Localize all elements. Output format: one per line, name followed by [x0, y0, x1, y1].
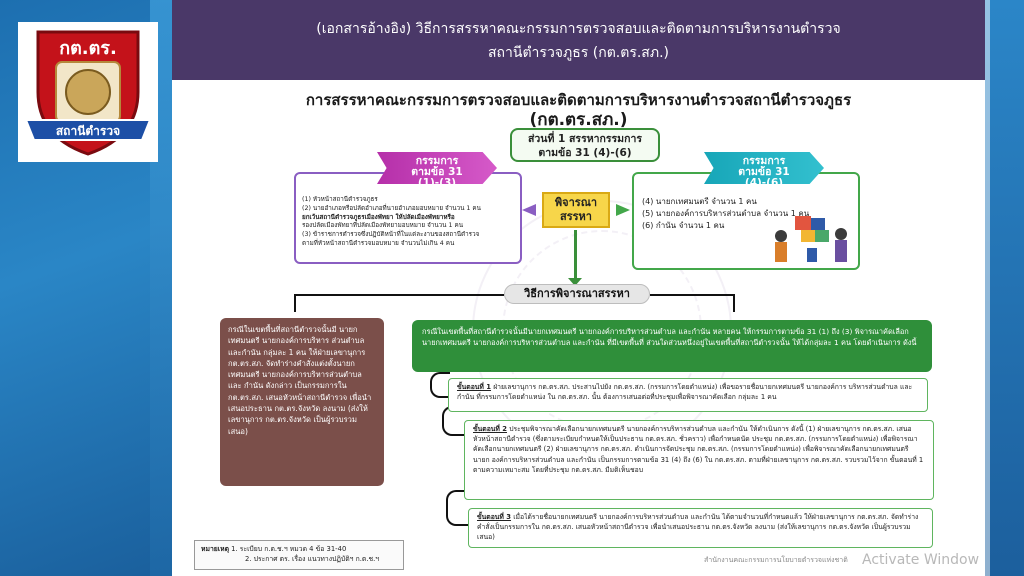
branch-line-left [294, 294, 504, 296]
step-3-box: ขั้นตอนที่ 3 เมื่อได้รายชื่อนายกเทศมนตรี… [468, 508, 933, 548]
right-item: (6) กำนัน จำนวน 1 คน [642, 221, 725, 230]
step-3-label: ขั้นตอนที่ 3 [477, 513, 512, 521]
content-card: (เอกสารอ้างอิง) วิธีการสรรหาคณะกรรมการตร… [172, 0, 985, 576]
right-item: (4) นายกเทศมนตรี จำนวน 1 คน [642, 197, 757, 206]
step-connector-1 [430, 372, 450, 398]
left-item: (2) นายอำเภอหรือปลัดอำเภอที่นายอำเภอมอบห… [302, 204, 481, 212]
step-connector-3 [446, 490, 468, 526]
activate-windows-watermark: Activate Window [862, 552, 980, 568]
logo-banner-text: สถานีตำรวจ [56, 124, 120, 138]
arrow-right-icon [616, 204, 630, 216]
banner-committee-1-3: กรรมการ ตามข้อ 31 (1)-(3) [377, 152, 497, 184]
method-title: วิธีการพิจารณาสรรหา [504, 284, 650, 304]
left-item: (3) ข้าราชการตำรวจซึ่งปฏิบัติหน้าที่ในแต… [302, 231, 480, 239]
multiple-candidates-case-box: กรณีในเขตพื้นที่สถานีตำรวจนั้นมีนายกเทศม… [412, 320, 932, 372]
header-bar: (เอกสารอ้างอิง) วิธีการสรรหาคณะกรรมการตร… [172, 0, 985, 80]
remarks-label: หมายเหตุ [201, 545, 229, 553]
header-line-2: สถานีตำรวจภูธร (กต.ตร.สภ.) [488, 45, 669, 61]
step-2-label: ขั้นตอนที่ 2 [473, 425, 508, 433]
branch-line-right-down [733, 294, 735, 312]
main-subtitle: (กต.ตร.สภ.) [529, 110, 628, 130]
consider-line-1: พิจารณา [554, 196, 598, 209]
left-item: (1) หัวหน้าสถานีตำรวจภูธร [302, 196, 378, 203]
branch-line-right [650, 294, 735, 296]
banner-right-line-1: กรรมการ [742, 155, 786, 167]
remarks-line-1: 1. ระเบียบ ก.ต.ช.ฯ หมวด 4 ข้อ 31-40 [231, 545, 347, 553]
logo-text: กต.ตร. [59, 38, 117, 59]
left-item: ตามที่หัวหน้าสถานีตำรวจมอบหมาย จำนวนไม่เ… [302, 239, 455, 247]
left-item: รองปลัดเมืองพัทยาที่ปลัดเมืองพัทยามอบหมา… [302, 222, 464, 230]
flow-connector [574, 230, 577, 280]
banner-left-line-1: กรรมการ [415, 155, 459, 167]
footer-text: สำนักงานคณะกรรมการนโยบายตำรวจแห่งชาติ [704, 556, 848, 564]
single-candidate-case-box: กรณีในเขตพื้นที่สถานีตำรวจนั้นมี นายกเทศ… [220, 318, 384, 486]
police-logo: กต.ตร. สถานีตำรวจ [18, 22, 158, 162]
step-2-box: ขั้นตอนที่ 2 ประชุมพิจารณาคัดเลือกนายกเท… [464, 420, 934, 500]
banner-left-line-2: ตามข้อ 31 [411, 166, 463, 178]
right-background-band [985, 0, 1024, 576]
remarks-box: หมายเหตุ 1. ระเบียบ ก.ต.ช.ฯ หมวด 4 ข้อ 3… [194, 540, 404, 570]
part-line-1: ส่วนที่ 1 สรรหากรรมการ [528, 133, 642, 145]
banner-right-line-2: ตามข้อ 31 [738, 166, 790, 178]
people-puzzle-icon [775, 216, 847, 262]
remarks-line-2: 2. ประกาศ ตร. เรื่อง แนวทางปฏิบัติฯ ก.ต.… [245, 555, 380, 563]
left-item: ยกเว้นสถานีตำรวจภูธรเมืองพัทยา ให้ปลัดเม… [302, 213, 455, 221]
arrow-down-icon [568, 278, 582, 286]
right-item: (5) นายกองค์การบริหารส่วนตำบล จำนวน 1 คน [642, 209, 810, 218]
part-1-box: ส่วนที่ 1 สรรหากรรมการ ตามข้อ 31 (4)-(6) [510, 128, 660, 162]
step-1-box: ขั้นตอนที่ 1 ฝ่ายเลขานุการ กต.ตร.สภ. ประ… [448, 378, 928, 412]
step-1-label: ขั้นตอนที่ 1 [457, 383, 492, 391]
banner-left-line-3: (1)-(3) [417, 177, 457, 189]
step-2-text: ประชุมพิจารณาคัดเลือกนายกเทศมนตรี นายกอง… [473, 425, 924, 474]
right-background-stripe [985, 0, 990, 576]
arrow-left-icon [522, 204, 536, 216]
committee-1-3-box: (1) หัวหน้าสถานีตำรวจภูธร (2) นายอำเภอหร… [294, 172, 522, 264]
branch-line-left-down [294, 294, 296, 312]
consider-recruit-box: พิจารณา สรรหา [542, 192, 610, 228]
header-line-1: (เอกสารอ้างอิง) วิธีการสรรหาคณะกรรมการตร… [316, 21, 841, 37]
step-3-text: เมื่อได้รายชื่อนายกเทศมนตรี นายกองค์การบ… [477, 513, 919, 542]
consider-line-2: สรรหา [560, 210, 592, 223]
step-1-text: ฝ่ายเลขานุการ กต.ตร.สภ. ประสานไปยัง กต.ต… [457, 383, 913, 402]
part-line-2: ตามข้อ 31 (4)-(6) [538, 147, 632, 159]
banner-committee-4-6: กรรมการ ตามข้อ 31 (4)-(6) [704, 152, 824, 184]
banner-right-line-3: (4)-(6) [744, 177, 784, 189]
main-title: การสรรหาคณะกรรมการตรวจสอบและติดตามการบริ… [305, 91, 852, 109]
